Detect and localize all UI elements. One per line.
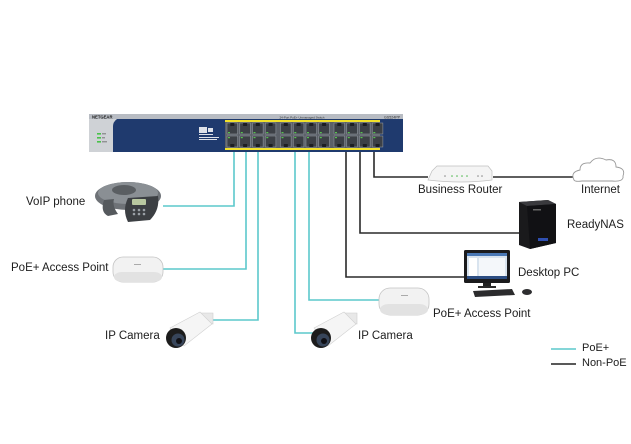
port-led [335,132,337,134]
port-led [307,137,309,139]
port-latch [230,123,235,126]
port-led [253,132,256,134]
port-latch [309,144,314,147]
legend-poe-label: PoE+ [582,342,610,354]
port-led [373,137,376,139]
switch-model-label: GS524PP [384,116,401,120]
internet-cloud-icon [572,157,625,182]
port-led [228,132,230,134]
business-router-device [427,165,493,183]
readynas-label: ReadyNAS [567,219,624,231]
desktop-pc-device [464,250,532,297]
port-latch [350,123,355,126]
voip-phone-label: VoIP phone [26,196,86,208]
port-latch [268,123,273,126]
line-desktop [345,150,470,278]
port-latch [375,144,380,147]
non-poe-connections [345,150,575,278]
port-latch [337,123,342,126]
port-led [307,132,309,134]
port-led [319,137,322,139]
port-latch [337,144,342,147]
switch-top-bar [89,114,403,119]
switch-left-panel [89,119,117,152]
port-led [347,137,350,139]
port-led [360,132,363,134]
router-leds [444,175,483,177]
port-latch [255,123,260,126]
poe-budget-badge [199,127,219,140]
ip-camera-left-device [166,311,214,348]
port-latch [296,144,301,147]
port-latch [243,123,248,126]
poe-strip-bottom [225,148,380,150]
port-led [240,137,243,139]
poe-connections [163,150,380,334]
port-latch [255,144,260,147]
voip-phone-device [95,182,161,222]
port-latch [375,123,380,126]
port-latch [243,144,248,147]
port-led [266,137,269,139]
line-readynas [359,150,520,234]
poe-line-ap-center [308,150,380,301]
ip-camera-left-label: IP Camera [105,330,160,342]
ip-camera-center-device [311,311,358,348]
business-router-label: Business Router [418,184,503,196]
poe-line-voip [163,150,235,207]
switch-top-label: 24-Port PoE+ Unmanaged Switch [280,115,325,119]
port-latch [283,144,288,147]
poe-switch: NETGEAR 24-Port PoE+ Unmanaged Switch GS… [89,114,403,152]
port-latch [362,144,367,147]
port-latch [309,123,314,126]
port-led [266,132,269,134]
port-led [294,137,297,139]
led-label [102,141,107,143]
port-latch [230,144,235,147]
ip-camera-center-label: IP Camera [358,330,413,342]
internet-label: Internet [581,184,620,196]
led-label [102,137,105,139]
access-point-center-label: PoE+ Access Point [433,308,531,320]
port-led [360,137,363,139]
port-led [319,132,322,134]
port-latch [322,144,327,147]
port-latch [268,144,273,147]
port-led [281,137,284,139]
access-point-left-device [112,256,164,283]
port-latch [283,123,288,126]
port-led [373,132,376,134]
status-led-power [97,133,101,135]
port-led [228,137,230,139]
poe-line-camera-left [212,150,259,321]
poe-line-camera-center [294,150,316,334]
switch-brand-logo: NETGEAR [92,115,112,120]
port-led [253,137,256,139]
switch-ports [226,122,384,148]
poe-line-ap-left [163,150,247,270]
port-led [294,132,297,134]
port-led [347,132,350,134]
port-led [281,132,284,134]
port-led [335,137,337,139]
readynas-device [519,200,556,249]
legend-nonpoe-label: Non-PoE [582,357,627,369]
port-latch [322,123,327,126]
desktop-pc-label: Desktop PC [518,267,580,279]
status-led-2 [97,141,101,143]
access-point-center-device [378,287,430,316]
status-led-1 [97,137,101,139]
port-latch [350,144,355,147]
port-latch [296,123,301,126]
port-led [240,132,243,134]
led-label [102,133,106,135]
access-point-left-label: PoE+ Access Point [11,262,109,274]
poe-strip-top [225,120,380,122]
port-latch [362,123,367,126]
line-router [373,150,428,178]
